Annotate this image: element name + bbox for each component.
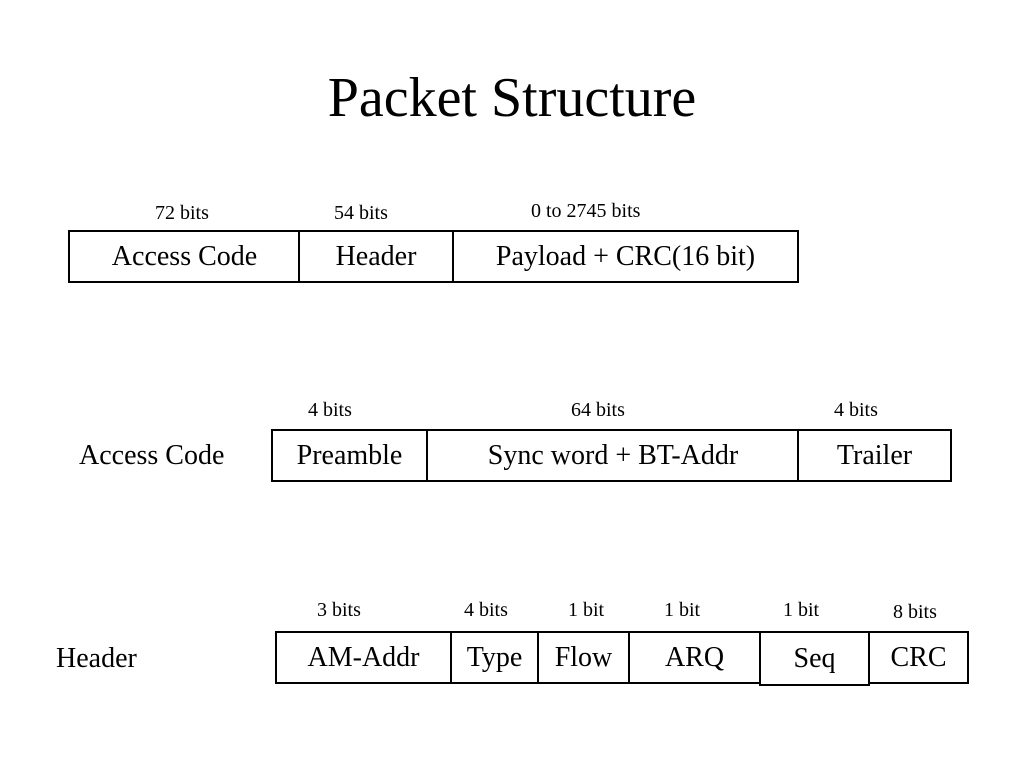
flow-bits-label: 1 bit	[568, 599, 605, 621]
crc-field: CRC	[868, 631, 969, 684]
sync-word-bits-label: 64 bits	[571, 399, 625, 421]
seq-bits-label: 1 bit	[783, 599, 820, 621]
flow-field: Flow	[537, 631, 630, 684]
access-code-bits-label: 72 bits	[155, 202, 209, 224]
seq-field: Seq	[759, 631, 870, 686]
preamble-bits-label: 4 bits	[308, 399, 352, 421]
am-addr-bits-label: 3 bits	[317, 599, 361, 621]
type-bits-label: 4 bits	[464, 599, 508, 621]
trailer-bits-label: 4 bits	[834, 399, 878, 421]
type-field: Type	[450, 631, 539, 684]
header-bits-label: 54 bits	[334, 202, 388, 224]
am-addr-field: AM-Addr	[275, 631, 452, 684]
preamble-field: Preamble	[271, 429, 428, 482]
header-row-label: Header	[56, 643, 137, 674]
payload-bits-label: 0 to 2745 bits	[531, 200, 641, 222]
access-code-field: Access Code	[68, 230, 301, 283]
payload-crc-field: Payload + CRC(16 bit)	[452, 230, 799, 283]
arq-field: ARQ	[628, 631, 761, 684]
crc-bits-label: 8 bits	[893, 601, 937, 623]
trailer-field: Trailer	[797, 429, 952, 482]
header-field: Header	[298, 230, 454, 283]
page-title: Packet Structure	[327, 67, 697, 129]
access-code-row-label: Access Code	[79, 440, 225, 471]
sync-word-field: Sync word + BT-Addr	[426, 429, 800, 482]
arq-bits-label: 1 bit	[664, 599, 701, 621]
